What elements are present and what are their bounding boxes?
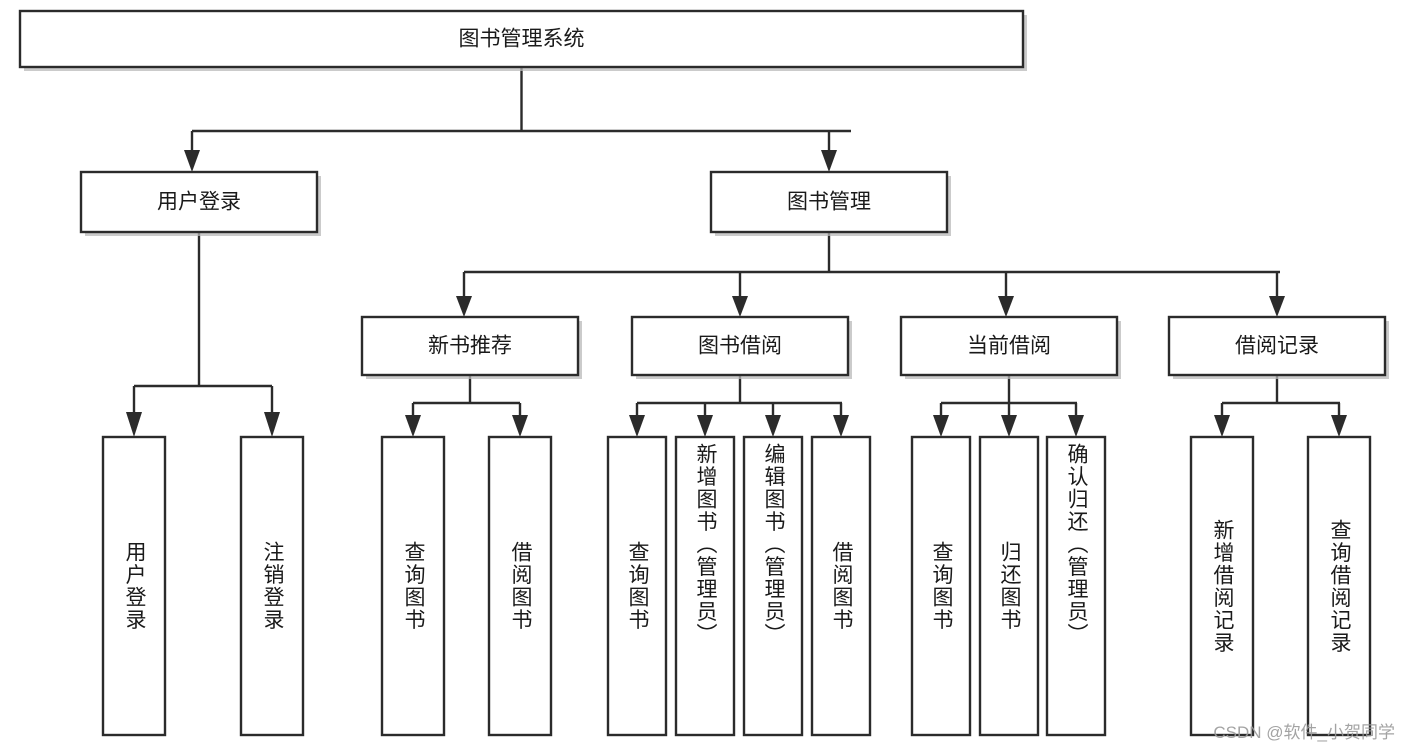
node-box-leaf-11[interactable]	[1045, 435, 1107, 737]
node-box-leaf-5[interactable]	[606, 435, 668, 737]
arrow-head-icon-leaf-7	[765, 415, 781, 437]
node-box-user-login[interactable]	[79, 170, 319, 234]
arrow-head-icon-leaf-9	[933, 415, 949, 437]
arrow-head-icon-currentborrow	[998, 296, 1014, 317]
node-box-leaf-10[interactable]	[978, 435, 1040, 737]
node-label-current-borrow: 当前借阅	[967, 335, 1051, 358]
arrow-head-icon-newbookrec	[456, 296, 472, 317]
node-label-user-login: 用户登录	[157, 191, 241, 214]
node-box-book-manage[interactable]	[709, 170, 949, 234]
arrow-head-icon-leaf-11	[1068, 415, 1084, 437]
csdn-watermark: CSDN @软件_小贺同学	[1213, 723, 1395, 742]
arrow-head-icon-userlogin	[184, 150, 200, 172]
node-label-book-borrow: 图书借阅	[698, 335, 782, 358]
node-label-root: 图书管理系统	[459, 28, 585, 51]
node-label-borrow-record: 借阅记录	[1235, 335, 1319, 358]
node-box-leaf-2[interactable]	[239, 435, 305, 737]
arrow-head-icon-leaf-13	[1331, 415, 1347, 437]
arrow-head-icon-leaf-2	[264, 412, 280, 437]
arrow-head-icon-leaf-1	[126, 412, 142, 437]
arrow-head-icon-leaf-4	[512, 415, 528, 437]
arrow-head-icon-leaf-3	[405, 415, 421, 437]
node-box-leaf-12[interactable]	[1189, 435, 1255, 737]
node-box-leaf-6[interactable]	[674, 435, 736, 737]
node-box-borrow-record[interactable]	[1167, 315, 1387, 377]
node-box-book-borrow[interactable]	[630, 315, 850, 377]
arrow-head-icon-leaf-8	[833, 415, 849, 437]
node-box-root[interactable]	[18, 9, 1025, 69]
node-box-leaf-7[interactable]	[742, 435, 804, 737]
arrowhead-layer	[126, 150, 1347, 437]
node-box-leaf-3[interactable]	[380, 435, 446, 737]
node-layer: 图书管理系统 用户登录 图书管理 新书推荐 图书借阅 当前借阅 借阅记录	[18, 9, 1389, 737]
connector-layer	[132, 67, 1341, 417]
node-box-leaf-9[interactable]	[910, 435, 972, 737]
node-box-leaf-13[interactable]	[1306, 435, 1372, 737]
node-box-new-book-rec[interactable]	[360, 315, 580, 377]
arrow-head-icon-leaf-12	[1214, 415, 1230, 437]
node-box-leaf-4[interactable]	[487, 435, 553, 737]
node-box-leaf-8[interactable]	[810, 435, 872, 737]
node-label-new-book-rec: 新书推荐	[428, 335, 512, 358]
arrow-head-icon-bookborrow	[732, 296, 748, 317]
node-box-current-borrow[interactable]	[899, 315, 1119, 377]
arrow-head-icon-leaf-6	[697, 415, 713, 437]
arrow-head-icon-leaf-5	[629, 415, 645, 437]
arrow-head-icon-bookmanage	[821, 150, 837, 172]
node-box-leaf-1[interactable]	[101, 435, 167, 737]
node-label-book-manage: 图书管理	[787, 191, 871, 214]
arrow-head-icon-leaf-10	[1001, 415, 1017, 437]
arrow-head-icon-borrowrecord	[1269, 296, 1285, 317]
